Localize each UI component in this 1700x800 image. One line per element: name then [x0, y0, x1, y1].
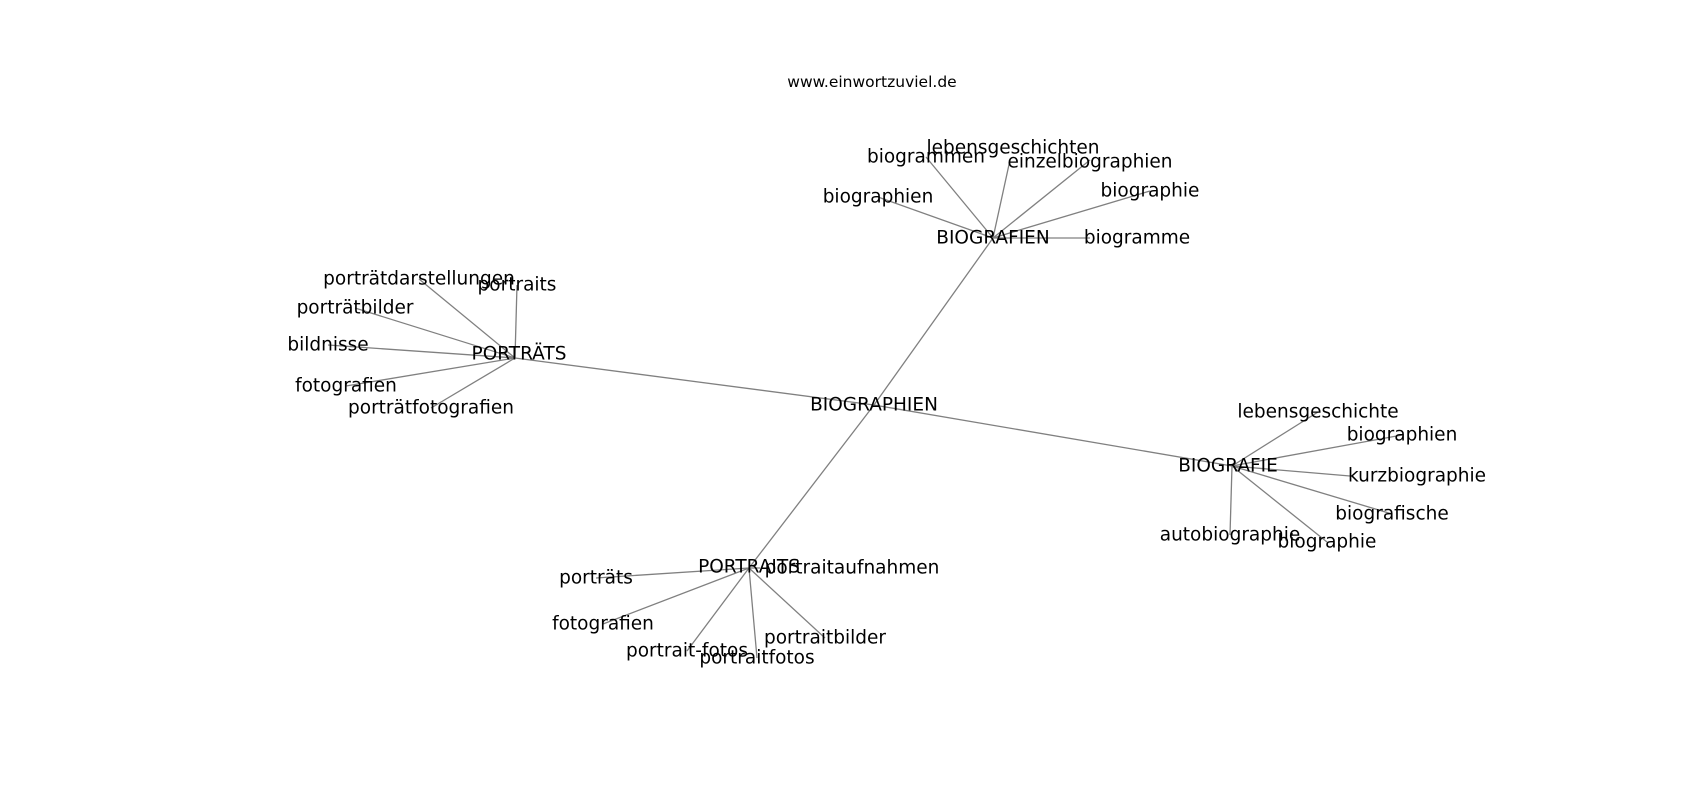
site-title: www.einwortzuviel.de: [787, 73, 956, 91]
edge-portraits-to-fotografien: [602, 567, 750, 625]
edge-porträts-to-portraits: [514, 284, 518, 359]
leaf-node-label: einzelbiographien: [1007, 152, 1172, 173]
edge-biografien-to-einzelbiographien: [992, 159, 1091, 239]
edge-root-to-biografien: [873, 237, 994, 406]
root-node-label: BIOGRAPHIEN: [810, 395, 938, 416]
leaf-node-label: lebensgeschichten: [926, 138, 1099, 159]
leaf-node-label: biographie: [1278, 532, 1377, 553]
edges-layer: [327, 156, 1403, 659]
edge-biografien-to-biographie: [992, 190, 1151, 239]
leaf-node-label: portraits: [478, 275, 557, 296]
leaf-node-label: porträtfotografien: [348, 398, 514, 419]
edge-biografie-to-biografische: [1231, 465, 1393, 515]
edge-portraits-to-portraitbilder: [748, 567, 826, 639]
edge-biografie-to-biographie: [1231, 465, 1328, 543]
edge-portraits-to-portrait-fotos: [686, 567, 750, 652]
leaf-node-label: biogrammen: [867, 147, 985, 168]
leaf-node-label: portraitfotos: [699, 648, 814, 669]
leaf-node-label: porträts: [559, 568, 633, 589]
hub-node-label: PORTRÄTS: [472, 344, 567, 365]
leaf-node-label: biographien: [823, 187, 934, 208]
edge-biografie-to-kurzbiographie: [1231, 465, 1351, 477]
leaf-node-label: fotografien: [295, 376, 397, 397]
edge-porträts-to-bildnisse: [327, 344, 516, 359]
leaf-node-label: bildnisse: [287, 335, 368, 356]
leaf-node-label: biographie: [1101, 181, 1200, 202]
hub-node-label: PORTRAITS: [698, 557, 800, 578]
edge-root-to-portraits: [748, 404, 875, 569]
edge-biografien-to-biographien: [877, 196, 994, 239]
edge-porträts-to-porträtbilder: [354, 307, 516, 359]
hub-node-label: BIOGRAFIEN: [936, 228, 1049, 249]
leaf-node-label: portraitbilder: [764, 628, 886, 649]
edge-biografie-to-autobiographie: [1229, 465, 1233, 536]
edge-biografien-to-biogrammen: [925, 156, 994, 239]
leaf-node-label: portrait-fotos: [626, 641, 748, 662]
leaf-node-label: biographien: [1347, 425, 1458, 446]
leaf-node-label: autobiographie: [1160, 525, 1301, 546]
edge-root-to-biografie: [873, 404, 1233, 467]
leaf-node-label: porträtdarstellungen: [323, 269, 515, 290]
hub-node-label: BIOGRAFIE: [1178, 456, 1278, 477]
edge-biografie-to-lebensgeschichte: [1231, 411, 1319, 467]
edge-root-to-porträts: [514, 357, 875, 406]
leaf-node-label: lebensgeschichte: [1237, 402, 1398, 423]
leaf-node-label: portraitaufnahmen: [765, 558, 940, 579]
leaf-node-label: biografische: [1335, 504, 1448, 525]
edge-porträts-to-porträtfotografien: [430, 357, 516, 409]
edge-biografien-to-lebensgeschichten: [992, 159, 1011, 239]
leaf-node-label: fotografien: [552, 614, 654, 635]
edge-biografie-to-biographien: [1231, 434, 1403, 467]
edge-porträts-to-porträtdarstellungen: [418, 278, 516, 359]
leaf-node-label: kurzbiographie: [1348, 466, 1486, 487]
leaf-node-label: biogramme: [1084, 228, 1190, 249]
leaf-node-label: porträtbilder: [297, 298, 414, 319]
edge-portraits-to-portraitfotos: [748, 567, 758, 659]
edge-portraits-to-porträts: [595, 567, 750, 579]
labels-layer: BIOGRAPHIENBIOGRAFIENbiogrammenlebensges…: [287, 138, 1486, 669]
edge-porträts-to-fotografien: [345, 357, 516, 387]
